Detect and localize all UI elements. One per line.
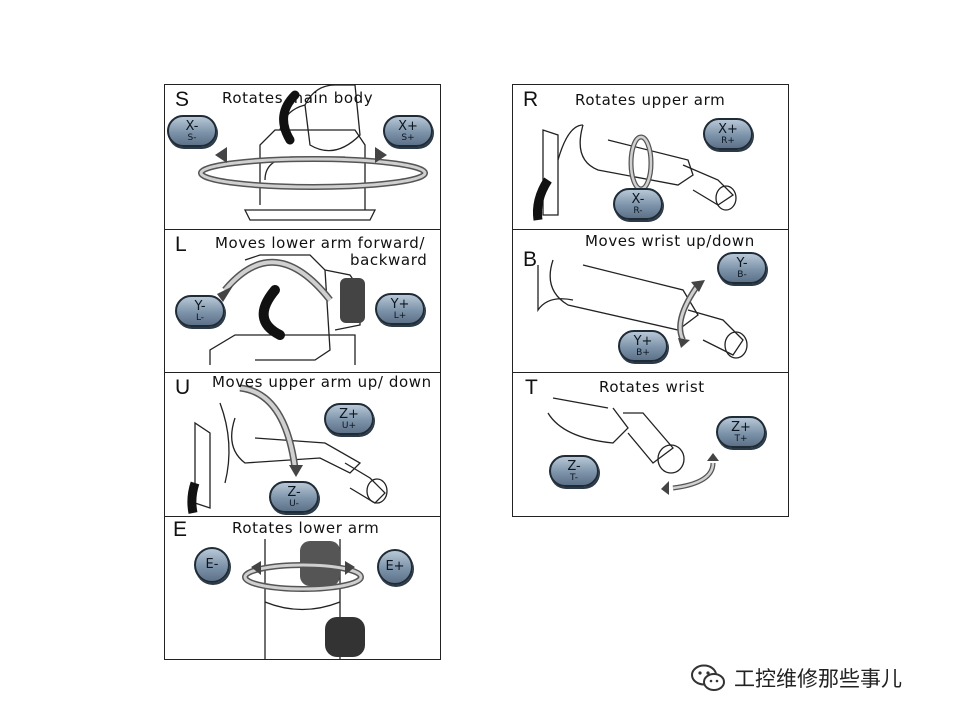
y-minus-l-minus-key[interactable]: Y- L- — [175, 295, 225, 327]
panel-l: L Moves lower arm forward/ backward Y- L… — [164, 229, 441, 373]
axis-letter-e: E — [173, 518, 188, 541]
key-label: X+ — [718, 122, 738, 137]
y-minus-b-minus-key[interactable]: Y- B- — [717, 252, 767, 284]
upper-arm-rotation-illustration — [533, 124, 737, 221]
axis-letter-s: S — [175, 88, 190, 111]
key-label: X- — [631, 192, 645, 207]
panel-u: U Moves upper arm up/ down Z+ U+ Z- U- — [164, 372, 441, 517]
caption-l-line2: backward — [350, 251, 428, 269]
key-label: E+ — [385, 559, 405, 574]
x-minus-s-minus-key[interactable]: X- S- — [167, 115, 217, 147]
key-sublabel: U- — [289, 499, 299, 509]
key-sublabel: R- — [633, 206, 643, 216]
key-sublabel: L- — [195, 313, 205, 323]
panel-b: B Moves wrist up/down Y- B- Y+ B+ — [512, 229, 789, 373]
upper-arm-illustration — [187, 384, 388, 514]
e-plus-key[interactable]: E+ — [377, 549, 413, 585]
key-sublabel: T+ — [734, 434, 748, 444]
axis-letter-l: L — [175, 233, 187, 256]
axis-letter-u: U — [175, 376, 191, 399]
y-plus-b-plus-key[interactable]: Y+ B+ — [618, 330, 668, 362]
key-label: Y- — [736, 256, 748, 271]
panel-s: S Rotates main body X- S- X+ S+ — [164, 84, 441, 230]
key-label: X- — [185, 119, 199, 134]
watermark: 工控维修那些事儿 — [690, 660, 902, 696]
caption-b: Moves wrist up/down — [585, 232, 755, 250]
watermark-text: 工控维修那些事儿 — [734, 667, 902, 691]
key-label: Y- — [194, 299, 206, 314]
z-plus-u-plus-key[interactable]: Z+ U+ — [324, 403, 374, 435]
panel-e: E Rotates lower arm E- E+ — [164, 516, 441, 660]
axis-letter-r: R — [523, 88, 539, 111]
key-sublabel: S+ — [401, 133, 415, 143]
x-plus-r-plus-key[interactable]: X+ R+ — [703, 118, 753, 150]
lower-arm-illustration — [209, 254, 365, 365]
axis-letter-t: T — [525, 376, 538, 399]
y-plus-l-plus-key[interactable]: Y+ L+ — [375, 293, 425, 325]
caption-u: Moves upper arm up/ down — [212, 373, 432, 391]
key-label: E- — [205, 557, 219, 572]
wrist-rotation-illustration — [547, 397, 719, 495]
key-sublabel: T- — [570, 473, 578, 483]
panel-r: R Rotates upper arm X+ R+ X- R- — [512, 84, 789, 230]
axis-letter-b: B — [523, 248, 538, 271]
key-label: Z- — [567, 459, 581, 474]
wechat-icon — [691, 664, 725, 691]
caption-l-line1: Moves lower arm forward/ — [215, 234, 426, 252]
caption-t: Rotates wrist — [599, 378, 705, 396]
z-minus-u-minus-key[interactable]: Z- U- — [269, 481, 319, 513]
key-sublabel: R+ — [721, 136, 735, 146]
key-label: X+ — [398, 119, 418, 134]
z-plus-t-plus-key[interactable]: Z+ T+ — [716, 416, 766, 448]
x-minus-r-minus-key[interactable]: X- R- — [613, 188, 663, 220]
key-sublabel: B+ — [636, 348, 650, 358]
caption-r: Rotates upper arm — [575, 91, 726, 109]
key-label: Y+ — [633, 334, 653, 349]
key-sublabel: L+ — [393, 311, 407, 321]
key-label: Z+ — [731, 420, 751, 435]
wrist-bend-illustration — [537, 259, 748, 359]
z-minus-t-minus-key[interactable]: Z- T- — [549, 455, 599, 487]
lower-arm-rotation-illustration — [242, 539, 365, 659]
key-label: Z+ — [339, 407, 359, 422]
robot-base-illustration — [198, 85, 428, 221]
e-minus-key[interactable]: E- — [194, 547, 230, 583]
key-sublabel: B- — [737, 270, 747, 280]
key-label: Z- — [287, 485, 301, 500]
key-sublabel: U+ — [341, 421, 357, 431]
key-label: Y+ — [390, 297, 410, 312]
caption-e: Rotates lower arm — [232, 519, 380, 537]
x-plus-s-plus-key[interactable]: X+ S+ — [383, 115, 433, 147]
panel-t: T Rotates wrist Z+ T+ Z- T- — [512, 372, 789, 517]
caption-s: Rotates main body — [222, 89, 374, 107]
key-sublabel: S- — [187, 133, 197, 143]
